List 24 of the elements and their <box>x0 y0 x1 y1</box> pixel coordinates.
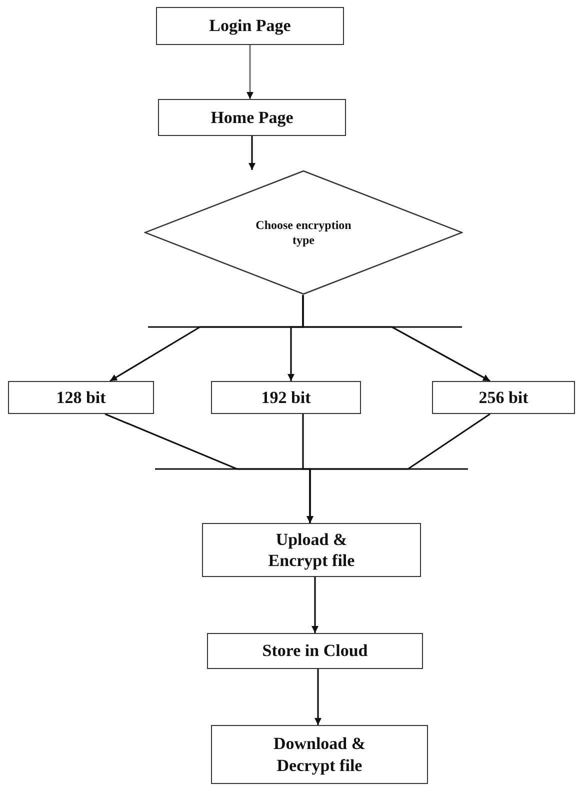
process-box <box>158 99 346 136</box>
arrow <box>248 136 256 170</box>
node-text: Home Page <box>210 106 294 128</box>
process-box <box>211 725 428 784</box>
process-box <box>207 633 423 669</box>
arrow <box>306 413 490 523</box>
process-box <box>156 7 344 45</box>
arrow <box>302 295 490 382</box>
arrow <box>246 45 254 99</box>
process-box <box>432 381 575 414</box>
arrow <box>314 669 322 725</box>
node-text: 256 bit <box>478 386 528 408</box>
arrow <box>312 577 318 633</box>
decision-diamond <box>144 170 463 295</box>
node-text: Upload & Encrypt file <box>267 528 356 572</box>
node-text: Choose encryption type <box>254 218 352 248</box>
process-box <box>8 381 154 414</box>
node-text: 192 bit <box>261 386 311 408</box>
node-text: Download & Decrypt file <box>272 733 367 776</box>
node-text: Login Page <box>209 15 291 37</box>
node-text: Store in Cloud <box>262 640 368 662</box>
node-text: 128 bit <box>56 386 106 408</box>
process-box <box>211 381 361 414</box>
process-box <box>202 523 421 577</box>
